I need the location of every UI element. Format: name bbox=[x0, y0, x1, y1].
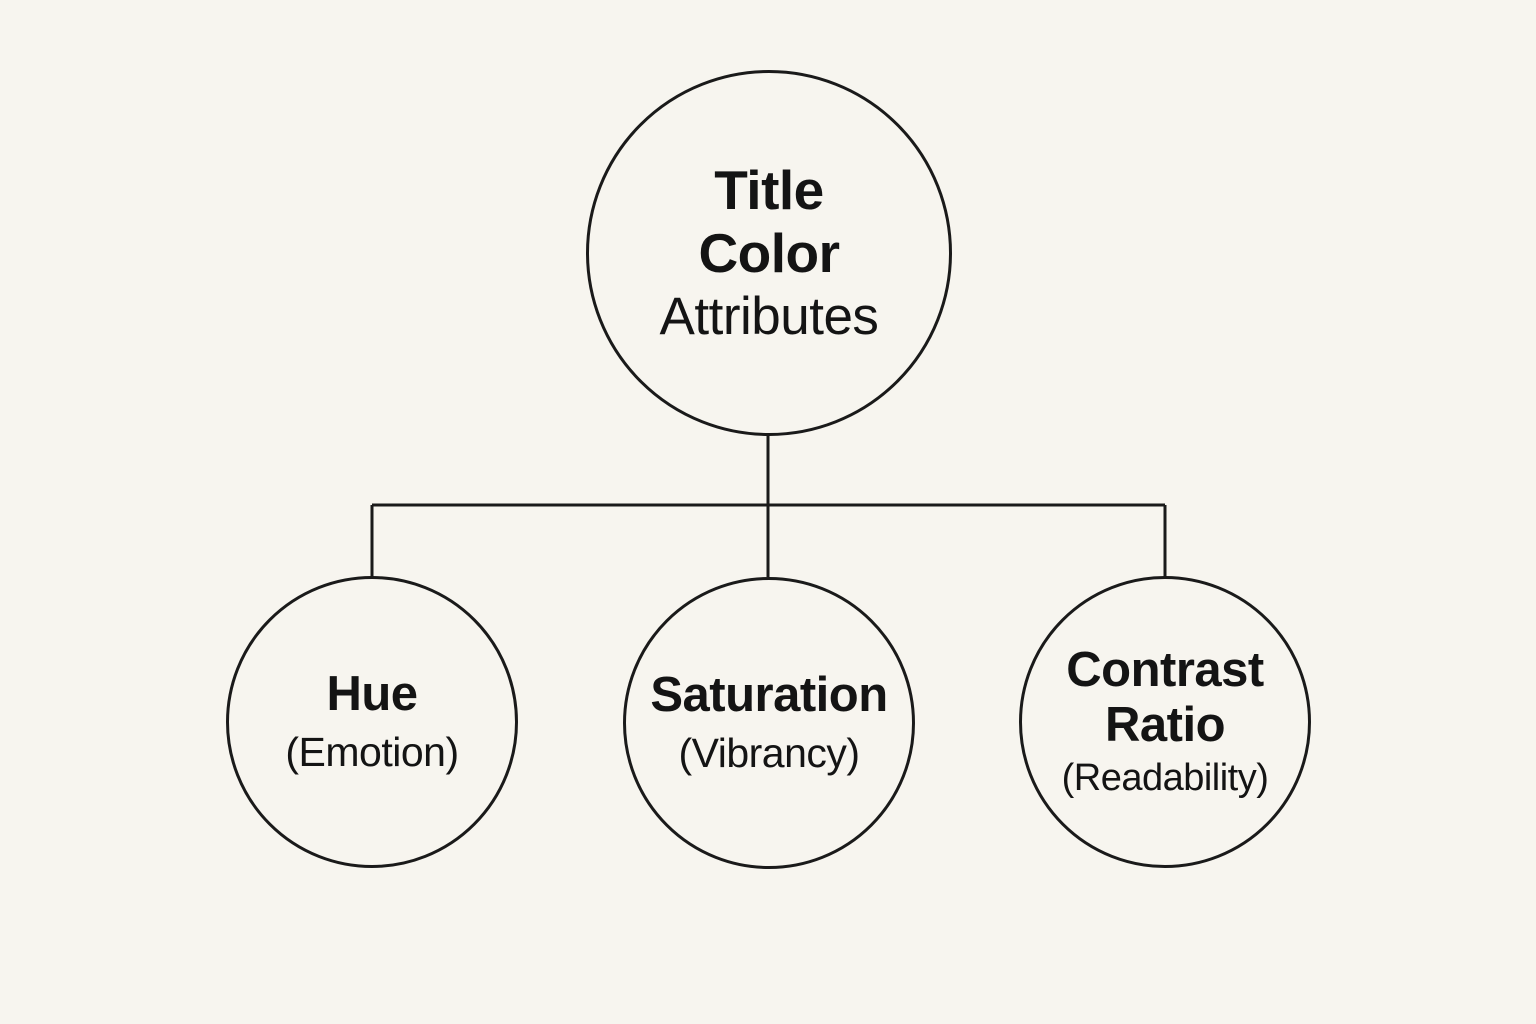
contrast-ratio-sublabel: (Readability) bbox=[1061, 757, 1269, 799]
node-title-color-attributes: Title Color Attributes bbox=[586, 70, 952, 436]
root-label-line-3: Attributes bbox=[659, 286, 879, 346]
root-label-line-1: Title bbox=[714, 158, 824, 221]
contrast-ratio-label: Contrast Ratio bbox=[1066, 643, 1264, 752]
hue-sublabel: (Emotion) bbox=[285, 728, 459, 775]
saturation-sublabel: (Vibrancy) bbox=[678, 729, 860, 776]
node-saturation: Saturation (Vibrancy) bbox=[623, 577, 915, 869]
hue-label: Hue bbox=[326, 666, 418, 721]
saturation-label: Saturation bbox=[650, 667, 888, 722]
root-label-line-2: Color bbox=[698, 221, 840, 284]
node-contrast-ratio: Contrast Ratio (Readability) bbox=[1019, 576, 1311, 868]
node-hue: Hue (Emotion) bbox=[226, 576, 518, 868]
